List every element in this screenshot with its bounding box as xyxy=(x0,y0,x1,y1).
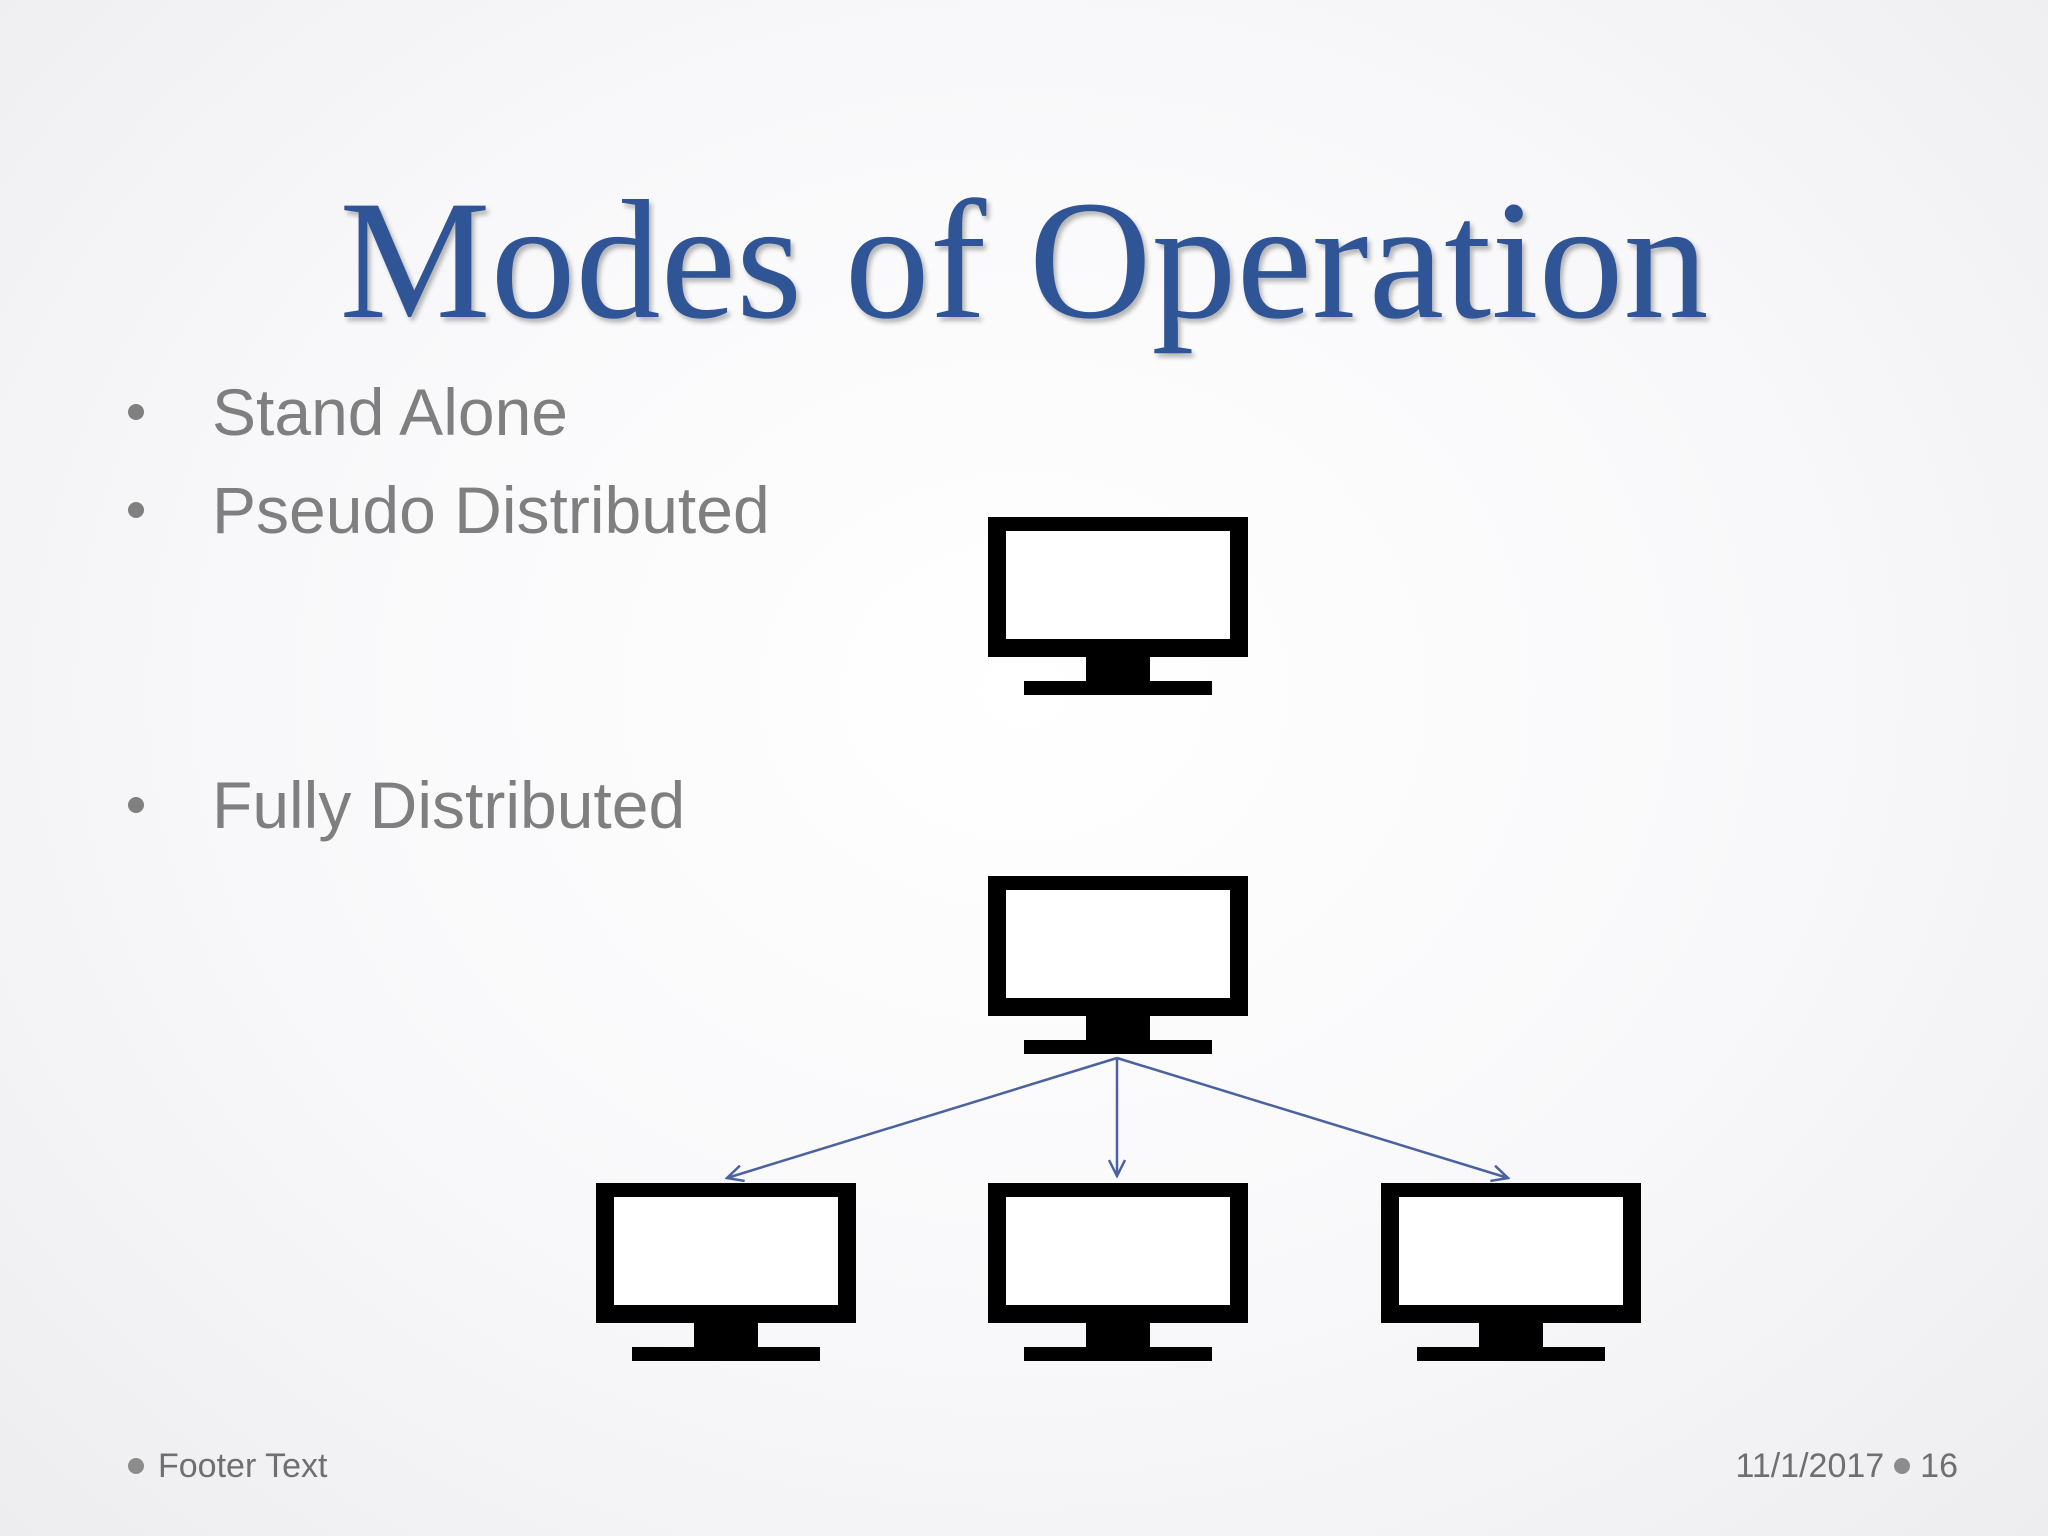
connection-arrow xyxy=(1116,1056,1508,1178)
slide-title: Modes of Operation xyxy=(339,166,1709,354)
slide-number: 16 xyxy=(1920,1446,1958,1485)
footer-right: 11/1/2017 16 xyxy=(1735,1446,1958,1486)
bullet-dot-icon xyxy=(128,797,144,813)
monitor-icon xyxy=(988,517,1248,695)
bullet-dot-icon xyxy=(128,404,144,420)
connection-arrow xyxy=(727,1056,1118,1178)
footer-text: Footer Text xyxy=(158,1446,328,1485)
monitor-icon xyxy=(988,1183,1248,1361)
bullet-item-pseudo-distributed: Pseudo Distributed xyxy=(120,470,770,550)
footer-dot-icon xyxy=(128,1458,144,1474)
bullet-item-stand-alone: Stand Alone xyxy=(120,372,568,452)
bullet-text: Fully Distributed xyxy=(212,768,686,842)
monitor-icon xyxy=(596,1183,856,1361)
monitor-icon xyxy=(988,876,1248,1054)
footer-dot-icon xyxy=(1894,1458,1911,1474)
bullet-text: Stand Alone xyxy=(212,375,568,449)
bullet-item-fully-distributed: Fully Distributed xyxy=(120,765,685,845)
bullet-text: Pseudo Distributed xyxy=(212,473,770,547)
footer-date: 11/1/2017 xyxy=(1735,1446,1885,1485)
bullet-dot-icon xyxy=(128,502,144,518)
monitor-icon xyxy=(1381,1183,1641,1361)
footer-left: Footer Text xyxy=(128,1446,327,1486)
